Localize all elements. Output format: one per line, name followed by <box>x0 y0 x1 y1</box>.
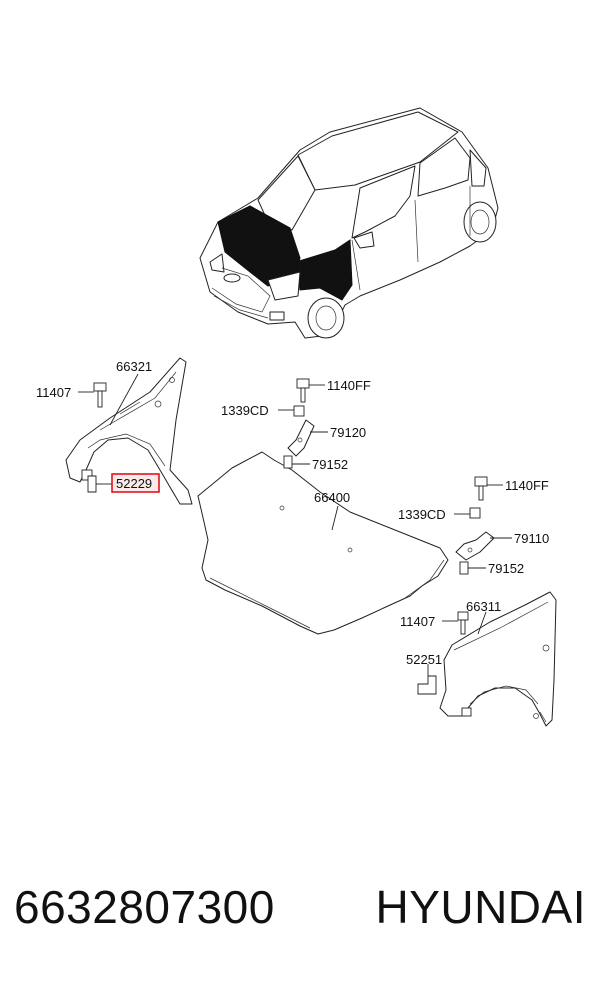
label-66321: 66321 <box>116 359 152 374</box>
highlight-box-52229 <box>111 473 160 493</box>
label-11407-right: 11407 <box>400 614 435 629</box>
hood <box>197 451 449 635</box>
right-fender-bolt <box>457 611 469 635</box>
left-fender <box>65 357 193 505</box>
label-79110: 79110 <box>514 531 549 546</box>
label-66400: 66400 <box>314 490 350 505</box>
label-11407-left: 11407 <box>36 385 71 400</box>
right-fender-bracket <box>417 675 437 695</box>
label-79152-top: 79152 <box>312 457 348 472</box>
label-52251: 52251 <box>406 652 442 667</box>
left-fender-bolt <box>93 382 107 408</box>
label-79152-bottom: 79152 <box>488 561 524 576</box>
label-52229: 52229 <box>116 476 152 491</box>
label-79120: 79120 <box>330 425 366 440</box>
hinge-top-assembly <box>283 378 315 469</box>
right-fender <box>439 591 557 727</box>
left-fender-bracket <box>87 475 97 493</box>
label-1140FF-bottom: 1140FF <box>505 478 549 493</box>
label-1339CD-top: 1339CD <box>221 403 269 418</box>
hinge-bottom-assembly <box>455 476 495 575</box>
car-illustration <box>199 107 499 339</box>
footer: 6632807300 HYUNDAI <box>0 880 600 950</box>
label-1140FF-top: 1140FF <box>327 378 371 393</box>
label-1339CD-bottom: 1339CD <box>398 507 446 522</box>
label-66311: 66311 <box>466 599 501 614</box>
part-number: 6632807300 <box>14 881 275 933</box>
brand-name: HYUNDAI <box>375 881 586 933</box>
